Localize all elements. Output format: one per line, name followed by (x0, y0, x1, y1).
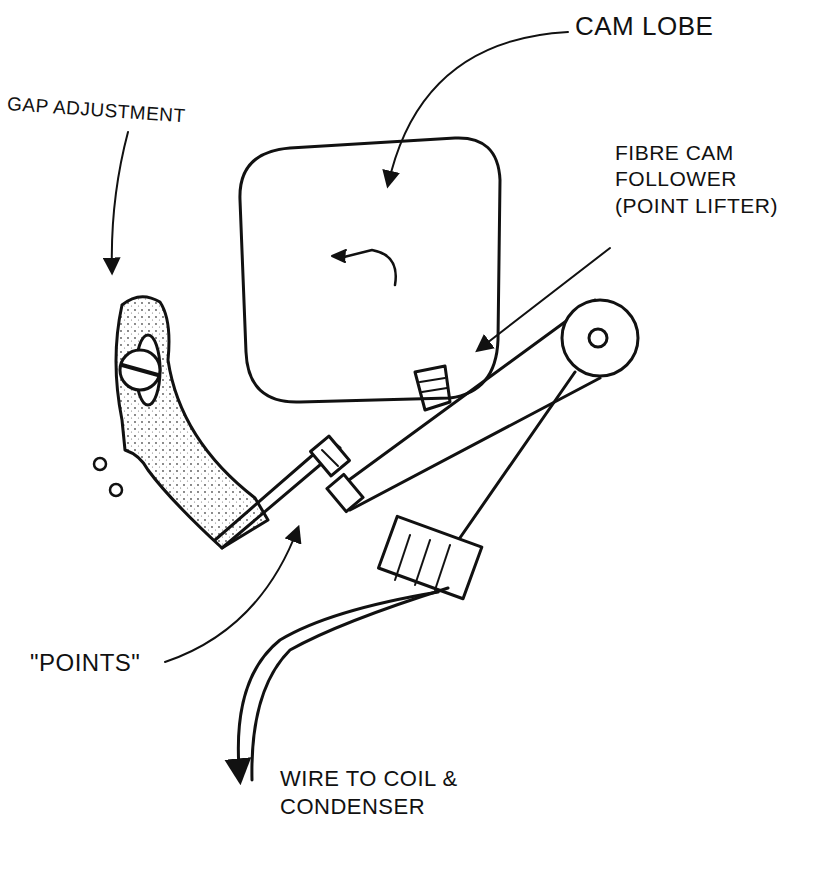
wire (238, 592, 438, 780)
part-label: WIRE TO COIL & CONDENSER (280, 765, 515, 820)
leader-line (388, 32, 568, 185)
moving-arm (338, 300, 600, 510)
rotation-arrow (340, 250, 396, 285)
part-label: FIBRE CAM FOLLOWER (POINT LIFTER) (615, 140, 810, 219)
adjust-screw (120, 350, 160, 390)
leader-line (478, 248, 610, 350)
pivot (562, 300, 638, 376)
terminal-block (378, 516, 481, 598)
part-label: CAM LOBE (575, 10, 815, 43)
part-label: "POINTS" (30, 648, 190, 678)
part-label: GAP ADJUSTMENT (6, 92, 267, 134)
cam-lobe (240, 138, 500, 402)
spring-arm (455, 372, 575, 545)
leader-line (165, 528, 298, 662)
leader-line (112, 132, 128, 272)
fibre-follower (415, 366, 450, 410)
gap-adjust-plate (116, 297, 268, 548)
